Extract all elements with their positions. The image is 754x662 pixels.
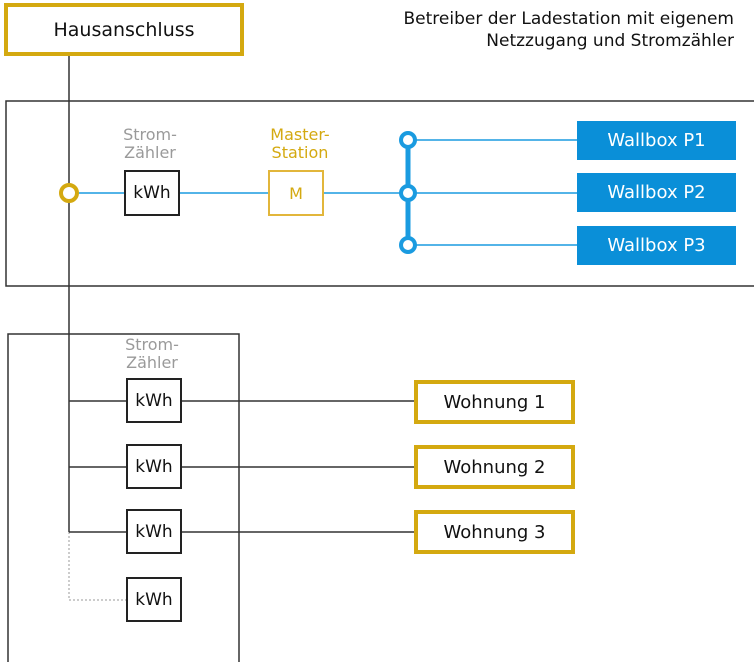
charging-meter-box: kWh	[124, 170, 180, 216]
wallbox-p3: Wallbox P3	[577, 226, 736, 265]
junction-node-p1	[399, 131, 417, 149]
diagram-title: Betreiber der Ladestation mit eigenem Ne…	[300, 8, 735, 52]
apartment-meter-1: kWh	[126, 378, 182, 423]
apartment-meter-label: Strom- Zähler	[125, 335, 179, 372]
house-connection-label: Hausanschluss	[53, 18, 195, 41]
charging-meter-label: Strom- Zähler	[123, 125, 177, 162]
wallbox-p2: Wallbox P2	[577, 173, 736, 212]
apartment-1-box: Wohnung 1	[414, 380, 575, 424]
junction-node-p2	[399, 184, 417, 202]
house-connection-box: Hausanschluss	[4, 3, 244, 56]
master-station-label: Master- Station	[270, 125, 330, 162]
apartment-3-box: Wohnung 3	[414, 510, 575, 554]
junction-node-p3	[399, 236, 417, 254]
spare-meter: kWh	[126, 577, 182, 622]
title-line-2: Netzzugang und Stromzähler	[486, 31, 734, 51]
apartment-meter-2: kWh	[126, 444, 182, 489]
title-line-1: Betreiber der Ladestation mit eigenem	[403, 9, 735, 29]
apartment-section-frame	[7, 333, 240, 662]
master-station-box: M	[268, 170, 324, 216]
apartment-meter-3: kWh	[126, 509, 182, 554]
wallbox-p1: Wallbox P1	[577, 121, 736, 160]
apartment-2-box: Wohnung 2	[414, 445, 575, 489]
charging-section-frame	[5, 100, 754, 287]
spare-meter-dotted-line	[68, 532, 126, 601]
junction-gold-node	[59, 183, 79, 203]
